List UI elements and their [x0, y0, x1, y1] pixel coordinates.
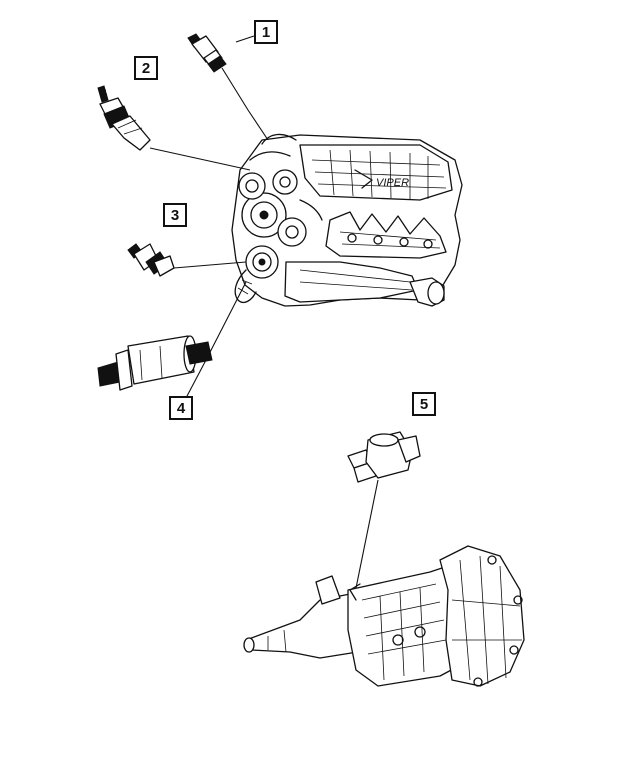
callout-2: 2 [134, 56, 158, 80]
callout-3-label: 3 [170, 206, 180, 224]
part-2-temperature-sender [97, 85, 151, 151]
part-4-pressure-switch [97, 335, 213, 391]
callout-1: 1 [254, 20, 278, 44]
part-1-oil-pressure-sensor [187, 33, 227, 73]
callout-1-label: 1 [261, 23, 271, 41]
callout-5-label: 5 [419, 395, 429, 413]
part-3-sensor [127, 243, 175, 277]
callout-2-label: 2 [141, 59, 151, 77]
callout-3: 3 [163, 203, 187, 227]
transmission-assembly [243, 545, 525, 687]
leader-lines [149, 35, 379, 589]
part-5-backup-lamp-switch [347, 431, 421, 483]
engine-assembly: VIPER [231, 133, 463, 307]
callout-5: 5 [412, 392, 436, 416]
engine-logo-text: VIPER [376, 177, 409, 189]
callout-4: 4 [169, 396, 193, 420]
callout-4-label: 4 [176, 399, 186, 417]
